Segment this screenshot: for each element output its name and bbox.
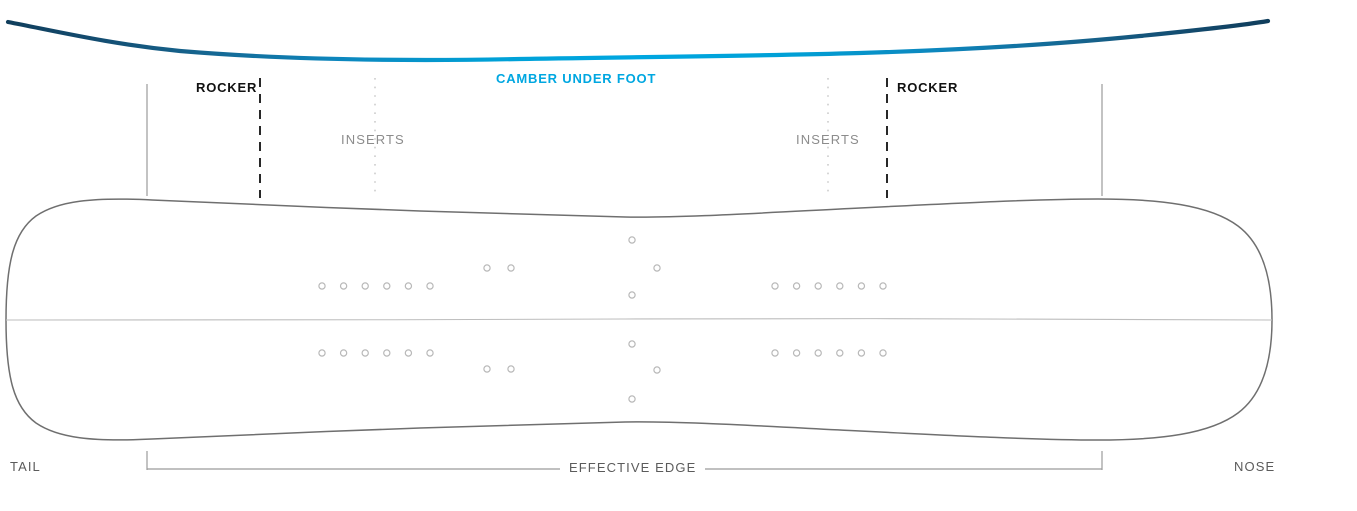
insert-hole	[628, 291, 636, 299]
insert-hole	[383, 282, 391, 290]
insert-hole	[628, 340, 636, 348]
insert-hole	[814, 282, 822, 290]
insert-hole	[792, 349, 801, 357]
rocker-label-right: ROCKER	[897, 80, 959, 95]
insert-hole	[771, 282, 779, 290]
inserts-label-left: INSERTS	[341, 132, 405, 147]
insert-hole	[628, 395, 636, 403]
insert-hole	[318, 349, 326, 357]
insert-hole	[404, 282, 413, 290]
guide-lines	[146, 78, 1103, 198]
inserts-label-right: INSERTS	[796, 132, 860, 147]
insert-hole	[857, 282, 866, 290]
insert-hole	[879, 349, 887, 357]
insert-hole	[339, 282, 348, 290]
insert-hole	[792, 282, 801, 290]
insert-hole	[404, 349, 413, 357]
insert-hole	[879, 282, 887, 290]
insert-hole	[339, 349, 348, 357]
effective-edge-label: EFFECTIVE EDGE	[560, 460, 706, 475]
insert-hole	[507, 365, 515, 373]
insert-holes	[318, 236, 887, 403]
insert-hole	[814, 349, 822, 357]
tail-label: TAIL	[10, 459, 41, 474]
camber-profile-curve	[5, 18, 1271, 63]
insert-hole	[483, 365, 491, 373]
board-centerline	[5, 318, 1273, 321]
insert-hole	[426, 349, 434, 357]
insert-hole	[361, 282, 369, 290]
insert-hole	[507, 264, 515, 272]
camber-under-foot-label: CAMBER UNDER FOOT	[496, 71, 657, 86]
insert-hole	[836, 282, 844, 290]
nose-label: NOSE	[1234, 459, 1276, 474]
insert-hole	[361, 349, 369, 357]
board-outline	[5, 198, 1273, 441]
insert-hole	[483, 264, 491, 272]
insert-hole	[318, 282, 326, 290]
insert-hole	[628, 236, 636, 244]
rocker-label-left: ROCKER	[196, 80, 258, 95]
insert-hole	[653, 264, 661, 272]
insert-hole	[383, 349, 391, 357]
camber-line	[5, 18, 1271, 63]
insert-hole	[857, 349, 866, 357]
insert-hole	[836, 349, 844, 357]
insert-hole	[771, 349, 779, 357]
insert-hole	[653, 366, 661, 374]
insert-hole	[426, 282, 434, 290]
